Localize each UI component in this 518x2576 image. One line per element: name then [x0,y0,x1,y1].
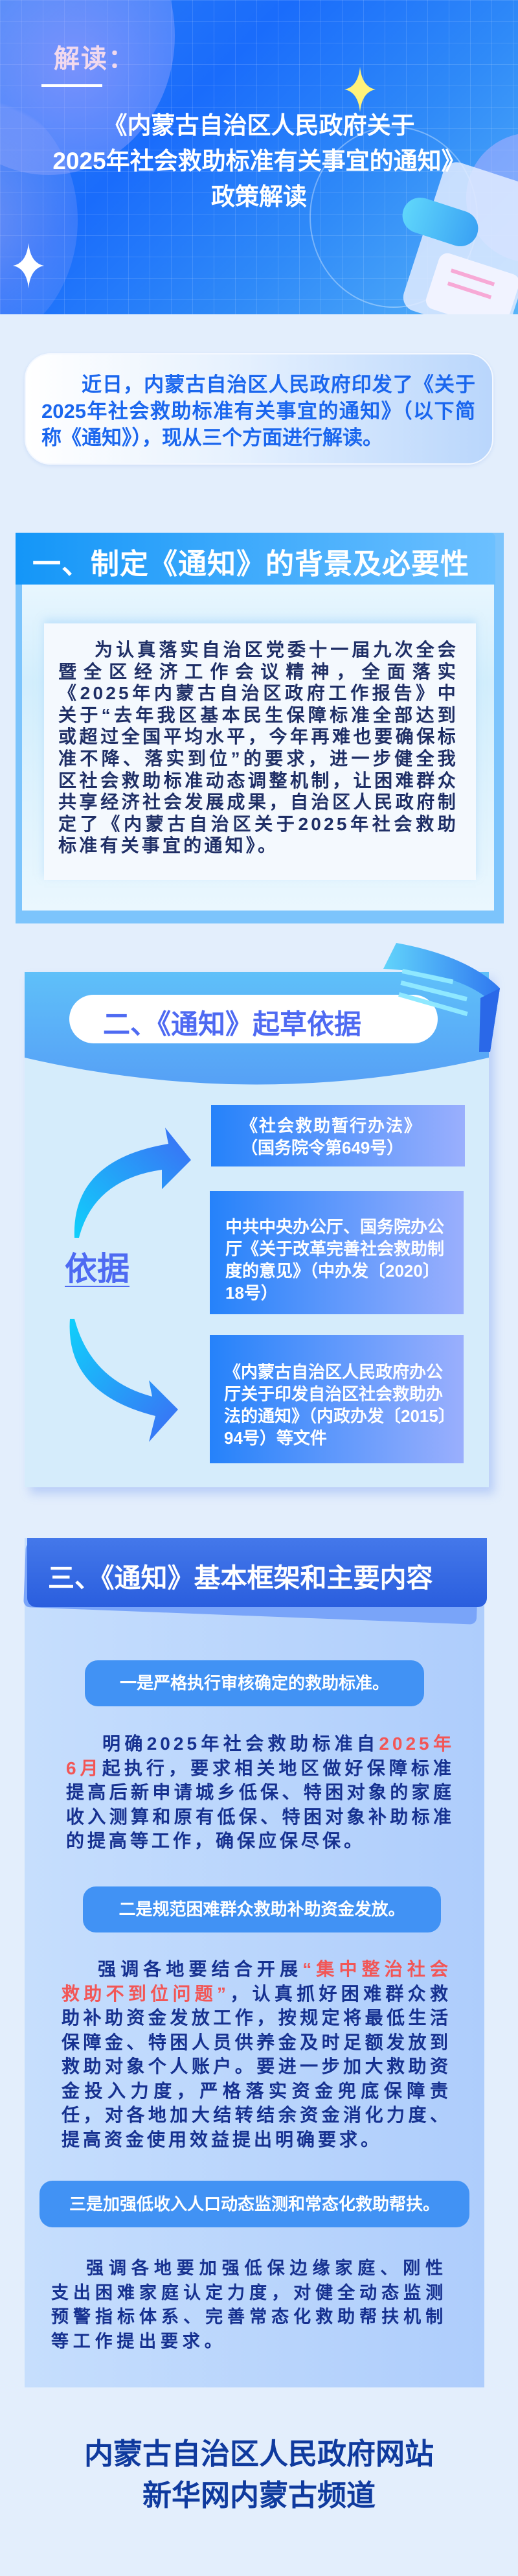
section1-title: 一、制定《通知》的背景及必要性 [32,548,469,580]
hero-banner: 解读： 《内蒙古自治区人民政府关于 2025年社会救助标准有关事宜的通知》 政策… [0,0,518,314]
body-text: 明确2025年社会救助标准自 [102,1734,379,1754]
basis-text: （国务院令第649号） [241,1138,404,1157]
body-text: 强调各地要结合开展 [98,1959,303,1979]
arrow-down-right-icon [69,1319,178,1442]
source-footer: 内蒙古自治区人民政府网站 新华网内蒙古频道 [0,2433,518,2516]
source-line: 新华网内蒙古频道 [142,2479,376,2512]
body-text: 起执行，要求相关地区做好保障标准提高后新申请城乡低保、特困对象的家庭收入测算和原… [66,1758,455,1851]
intro-card: 近日，内蒙古自治区人民政府印发了《关于2025年社会救助标准有关事宜的通知》（以… [25,353,493,465]
section2-title-pill: 二、《通知》起草依据 [69,995,438,1043]
point-body: 明确2025年社会救助标准自2025年6月起执行，要求相关地区做好保障标准提高后… [66,1732,455,1853]
point-heading: 二是规范困难群众救助补助资金发放。 [83,1886,441,1932]
title-line: 《内蒙古自治区人民政府关于 [103,112,415,139]
point-body: 强调各地要结合开展“集中整治社会救助不到位问题”，认真抓好困难群众救助补助资金发… [62,1957,451,2152]
arrow-up-right-icon [74,1128,191,1238]
basis-item: 《内蒙古自治区人民政府办公厅关于印发自治区社会救助办法的通知》（内政办发〔201… [210,1335,464,1463]
body-text: ，认真抓好困难群众救助补助资金发放工作，按规定将最低生活保障金、特困人员供养金及… [62,1983,451,2150]
section1-header: 一、制定《通知》的背景及必要性 [16,533,495,585]
section3-header: 三、《通知》基本框架和主要内容 [27,1538,487,1607]
basis-text: 《社会救助暂行办法》 [241,1116,423,1135]
title-line: 政策解读 [211,183,307,210]
section3-title: 三、《通知》基本框架和主要内容 [48,1563,433,1593]
hero-kicker: 解读： [54,45,135,73]
intro-text: 近日，内蒙古自治区人民政府印发了《关于2025年社会救助标准有关事宜的通知》（以… [41,373,475,449]
decor-panel-illustration [383,943,500,1052]
highlight-text: “集中整治社会救助不到位问题” [62,1959,451,2004]
kicker-underline [41,84,102,87]
basis-text: 《内蒙古自治区人民政府办公厅关于印发自治区社会救助办法的通知》（内政办发〔201… [224,1362,447,1448]
highlight-text: 2025年6月 [66,1734,455,1778]
basis-label: 依据 [65,1251,130,1287]
sparkle-icon [344,67,376,112]
point-heading: 一是严格执行审核确定的救助标准。 [85,1660,424,1706]
source-line: 内蒙古自治区人民政府网站 [84,2437,434,2470]
point-body: 强调各地要加强低保边缘家庭、刚性支出困难家庭认定力度，对健全动态监测预警指标体系… [51,2258,447,2351]
section1-card: 为认真落实自治区党委十一届九次全会暨全区经济工作会议精神，全面落实《2025年内… [44,623,476,880]
page-title: 《内蒙古自治区人民政府关于 2025年社会救助标准有关事宜的通知》 政策解读 [0,108,518,215]
basis-text: 中共中央办公厅、国务院办公厅《关于改革完善社会救助制度的意见》（中办发〔2020… [225,1217,445,1303]
sparkle-icon [13,243,44,288]
section1-body: 为认真落实自治区党委十一届九次全会暨全区经济工作会议精神，全面落实《2025年内… [58,640,458,856]
point-heading: 三是加强低收入人口动态监测和常态化救助帮扶。 [39,2181,469,2227]
section2-title: 二、《通知》起草依据 [103,1009,362,1039]
basis-item: 中共中央办公厅、国务院办公厅《关于改革完善社会救助制度的意见》（中办发〔2020… [210,1191,464,1314]
basis-item: 《社会救助暂行办法》 （国务院令第649号） [211,1105,465,1166]
title-line: 2025年社会救助标准有关事宜的通知》 [52,148,466,174]
